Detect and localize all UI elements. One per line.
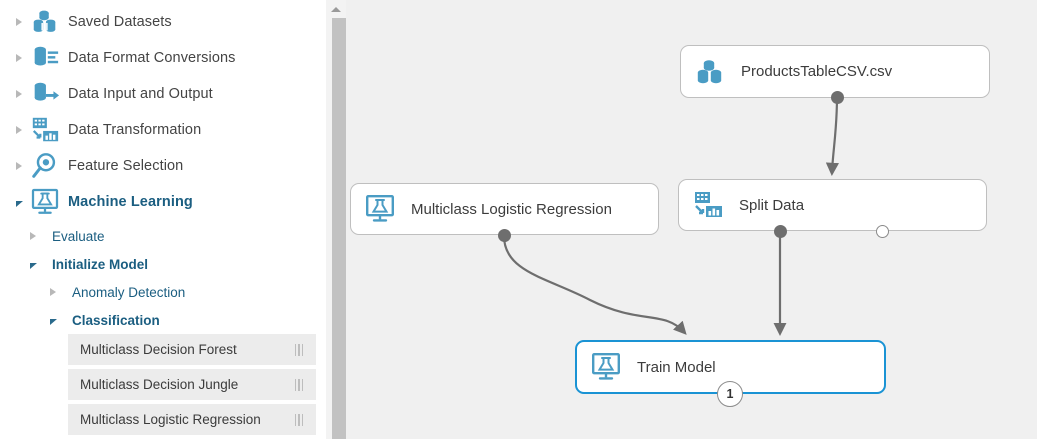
sidebar-item-label: Data Format Conversions xyxy=(68,50,236,66)
sidebar-item-machine-learning[interactable]: Machine Learning xyxy=(0,184,193,220)
sidebar-subitem-label: Initialize Model xyxy=(52,256,149,272)
sidebar-item-label: Feature Selection xyxy=(68,158,184,174)
data-input-output-icon xyxy=(30,79,62,109)
sidebar-item-label: Data Transformation xyxy=(68,122,202,138)
sidebar-subitem-label: Classification xyxy=(72,312,160,328)
dataset-icon xyxy=(694,56,728,88)
chevron-down-icon[interactable] xyxy=(42,316,64,325)
module-palette-sidebar: Saved Datasets Data Format Conversions D… xyxy=(0,0,325,439)
scrollbar-thumb[interactable] xyxy=(332,18,346,439)
canvas-node-label: Multiclass Logistic Regression xyxy=(411,200,612,218)
data-transformation-icon xyxy=(30,115,62,145)
saved-datasets-icon xyxy=(30,7,62,37)
chevron-right-icon[interactable] xyxy=(8,126,30,134)
data-transformation-icon xyxy=(692,189,726,221)
sidebar-subitem-classification[interactable]: Classification xyxy=(0,306,160,334)
sidebar-item-label: Machine Learning xyxy=(68,194,193,210)
canvas-node-mlr[interactable]: Multiclass Logistic Regression xyxy=(350,183,659,235)
drag-handle-icon[interactable] xyxy=(294,413,317,426)
sidebar-item-feature-selection[interactable]: Feature Selection xyxy=(0,148,183,184)
machine-learning-icon xyxy=(30,187,62,217)
chevron-right-icon[interactable] xyxy=(22,232,44,240)
sidebar-item-label: Data Input and Output xyxy=(68,86,213,102)
canvas-node-label: Train Model xyxy=(637,358,716,376)
canvas-node-label: Split Data xyxy=(739,196,805,214)
module-list-item-label: Multiclass Logistic Regression xyxy=(80,412,261,427)
sidebar-subitem-initialize-model[interactable]: Initialize Model xyxy=(0,250,148,278)
module-list-item[interactable]: Multiclass Decision Jungle xyxy=(68,369,316,400)
sidebar-subitem-anomaly-detection[interactable]: Anomaly Detection xyxy=(0,278,185,306)
connector-dataset-to-split xyxy=(825,96,840,176)
output-port-split-0[interactable] xyxy=(773,224,787,238)
sidebar-item-label: Saved Datasets xyxy=(68,14,172,30)
sidebar-scrollbar[interactable] xyxy=(325,0,346,439)
connector-mlr-to-train xyxy=(502,235,687,335)
sidebar-item-data-format-conversions[interactable]: Data Format Conversions xyxy=(0,40,236,76)
drag-handle-icon[interactable] xyxy=(294,343,317,356)
node-badge[interactable]: 1 xyxy=(717,381,743,407)
sidebar-subitem-label: Evaluate xyxy=(52,228,105,244)
chevron-right-icon[interactable] xyxy=(8,18,30,26)
chevron-right-icon[interactable] xyxy=(42,288,64,296)
chevron-down-icon[interactable] xyxy=(8,198,30,207)
experiment-canvas[interactable]: ProductsTableCSV.csv Multiclass Logistic… xyxy=(346,0,1037,439)
output-port-dataset-0[interactable] xyxy=(830,90,844,104)
chevron-down-icon[interactable] xyxy=(22,260,44,269)
module-list-item[interactable]: Multiclass Logistic Regression xyxy=(68,404,316,435)
drag-handle-icon[interactable] xyxy=(294,378,317,391)
sidebar-subitem-evaluate[interactable]: Evaluate xyxy=(0,222,105,250)
canvas-node-label: ProductsTableCSV.csv xyxy=(741,63,893,80)
canvas-node-split[interactable]: Split Data xyxy=(678,179,987,231)
module-list-item-label: Multiclass Decision Forest xyxy=(80,342,237,357)
output-port-split-1[interactable] xyxy=(875,224,889,238)
sidebar-subitem-label: Anomaly Detection xyxy=(72,284,186,300)
output-port-mlr-0[interactable] xyxy=(497,228,511,242)
module-list-item[interactable]: Multiclass Decision Forest xyxy=(68,334,316,365)
sidebar-item-data-transformation[interactable]: Data Transformation xyxy=(0,112,201,148)
scroll-up-arrow-icon[interactable] xyxy=(326,0,346,18)
sidebar-item-data-input-and-output[interactable]: Data Input and Output xyxy=(0,76,213,112)
module-list-item-label: Multiclass Decision Jungle xyxy=(80,377,239,392)
sidebar-item-saved-datasets[interactable]: Saved Datasets xyxy=(0,4,172,40)
canvas-node-dataset[interactable]: ProductsTableCSV.csv xyxy=(680,45,990,98)
machine-learning-icon xyxy=(590,351,624,383)
chevron-right-icon[interactable] xyxy=(8,162,30,170)
machine-learning-icon xyxy=(364,193,398,225)
feature-selection-icon xyxy=(30,151,62,181)
chevron-right-icon[interactable] xyxy=(8,90,30,98)
canvas-node-train[interactable]: Train Model xyxy=(575,340,886,394)
chevron-right-icon[interactable] xyxy=(8,54,30,62)
data-format-icon xyxy=(30,43,62,73)
